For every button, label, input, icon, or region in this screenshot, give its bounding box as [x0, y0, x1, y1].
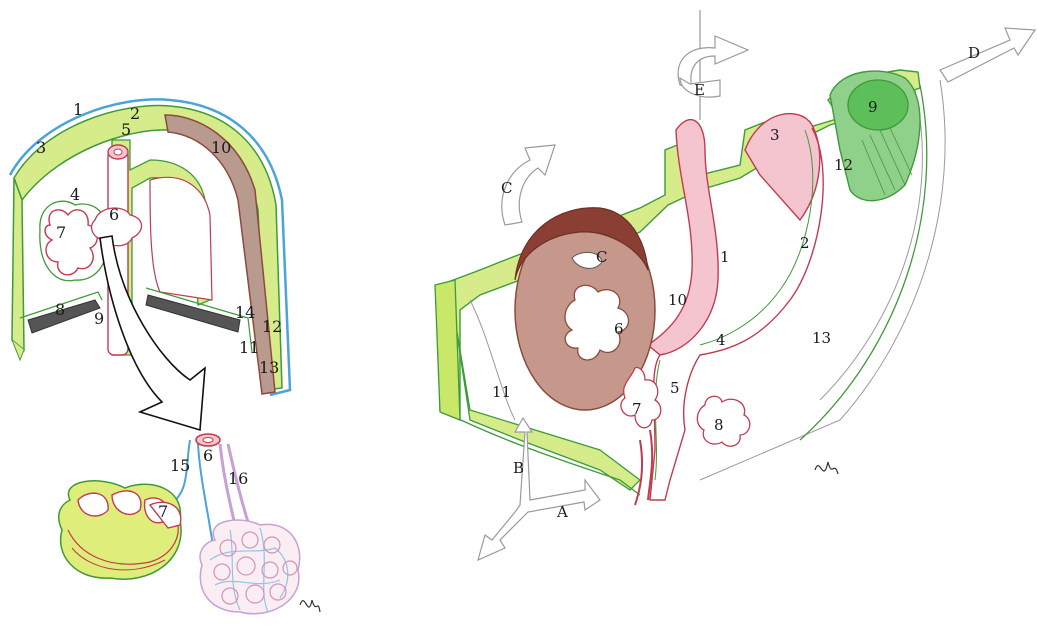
- label-r10: 10: [668, 291, 687, 309]
- arrow-label-c: C: [501, 179, 512, 197]
- label-r12: 12: [834, 156, 853, 174]
- label-7: 7: [56, 223, 66, 242]
- label-2: 2: [130, 104, 140, 123]
- gland-lobes: [45, 210, 97, 275]
- label-9: 9: [94, 309, 104, 328]
- bar-14: [146, 295, 240, 332]
- label-1: 1: [73, 100, 83, 119]
- label-6b: 6: [203, 446, 213, 465]
- label-r13: 13: [812, 329, 831, 347]
- label-5: 5: [121, 120, 131, 139]
- left-cross-section: 1 2 3 4 5 6 7 8 9 10 11 12 13 14 15 6 16…: [10, 99, 320, 613]
- label-r5: 5: [670, 379, 680, 397]
- label-rC-inner: C: [596, 248, 607, 266]
- label-10: 10: [211, 138, 231, 157]
- arrow-label-d: D: [968, 44, 980, 62]
- label-r8: 8: [714, 416, 724, 434]
- label-r6: 6: [614, 320, 624, 338]
- label-6: 6: [109, 205, 119, 224]
- label-r2: 2: [800, 234, 810, 252]
- label-r9: 9: [868, 98, 878, 116]
- inner-cavity: [150, 177, 212, 300]
- label-16: 16: [228, 469, 248, 488]
- pink-tube-1: [648, 120, 718, 355]
- pink-lobe-3: [745, 114, 820, 220]
- arrow-d: [940, 28, 1035, 82]
- arrow-label-a: A: [556, 503, 568, 521]
- label-r7: 7: [632, 400, 642, 418]
- label-r1: 1: [720, 248, 730, 266]
- label-r4: 4: [716, 331, 726, 349]
- signature-right: [815, 462, 838, 474]
- right-3d-view: 1 2 3 4 5 6 7 8 9 10 11 12 13 C A B C D …: [435, 10, 1035, 560]
- left-wall: [12, 178, 24, 350]
- label-14: 14: [235, 303, 255, 322]
- signature-left: [300, 600, 320, 612]
- label-13: 13: [259, 358, 279, 377]
- label-8: 8: [55, 300, 65, 319]
- label-r3: 3: [770, 126, 780, 144]
- label-3: 3: [36, 138, 46, 157]
- label-4: 4: [70, 185, 80, 204]
- label-12: 12: [262, 317, 282, 336]
- alveolar-cluster: [200, 520, 300, 614]
- label-7b: 7: [158, 502, 168, 521]
- arrow-label-e: E: [694, 81, 705, 99]
- arrow-label-b: B: [513, 459, 524, 477]
- gland-8: [697, 396, 749, 446]
- rotate-arrow-e: [678, 36, 748, 88]
- label-r11: 11: [492, 383, 511, 401]
- label-15: 15: [170, 456, 190, 475]
- label-11: 11: [239, 338, 259, 357]
